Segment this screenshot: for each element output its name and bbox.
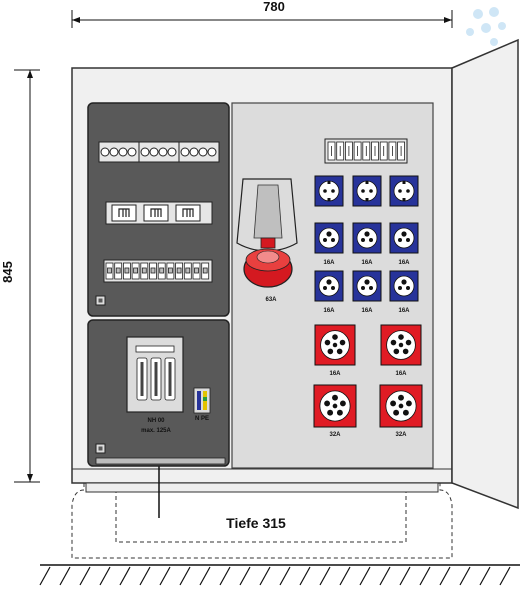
cabinet-base xyxy=(71,482,453,559)
logo-watermark xyxy=(466,7,506,46)
depth-label: Tiefe 315 xyxy=(226,515,286,531)
row3-label-2: 16A xyxy=(361,308,373,314)
blue-socket-row-3 xyxy=(314,270,419,302)
blue-socket-r2-3 xyxy=(389,222,419,254)
breaker-label-type: NH 00 xyxy=(147,418,165,424)
rcd-row xyxy=(98,141,220,163)
cee-socket-63a-label: 63A xyxy=(265,297,277,303)
blue-socket-r2-1 xyxy=(314,222,344,254)
red2-label-1: 32A xyxy=(329,432,341,438)
blue-socket-r1-1 xyxy=(314,175,344,207)
cee-socket-63a: 63A xyxy=(236,178,298,303)
terminal-strip xyxy=(324,138,408,164)
red-socket-r2-2 xyxy=(379,384,423,428)
mcb-row xyxy=(103,259,213,283)
row2-label-3: 16A xyxy=(398,260,410,266)
row3-label-1: 16A xyxy=(323,308,335,314)
ground-line xyxy=(39,564,520,586)
blue-socket-r3-2 xyxy=(352,270,382,302)
red-socket-r2-1 xyxy=(313,384,357,428)
blue-socket-r1-2 xyxy=(352,175,382,207)
width-dimension: 780 xyxy=(71,0,453,28)
n-pe-terminals: N PE xyxy=(193,387,211,422)
fuse-row xyxy=(105,201,213,225)
socket-labels: 16A 16A 16A 16A 16A 16A 16A 16A 32A 32A xyxy=(323,260,410,438)
height-label: 845 xyxy=(0,261,15,283)
red1-label-1: 16A xyxy=(329,371,341,377)
height-dimension: 845 xyxy=(0,69,40,483)
blue-socket-r1-3 xyxy=(389,175,419,207)
red-socket-r1-2 xyxy=(380,324,422,366)
blue-socket-row-1 xyxy=(314,175,419,207)
breaker-label-max: max. 125A xyxy=(141,428,171,434)
red-socket-r1-1 xyxy=(314,324,356,366)
row3-label-3: 16A xyxy=(398,308,410,314)
row2-label-2: 16A xyxy=(361,260,373,266)
blue-socket-r2-2 xyxy=(352,222,382,254)
blue-socket-row-2 xyxy=(314,222,419,254)
red-socket-row-1 xyxy=(314,324,422,366)
blue-socket-r3-1 xyxy=(314,270,344,302)
blue-socket-r3-3 xyxy=(389,270,419,302)
main-breaker: NH 00 max. 125A xyxy=(126,336,184,434)
red-socket-row-2 xyxy=(313,384,423,428)
red1-label-2: 16A xyxy=(395,371,407,377)
row2-label-1: 16A xyxy=(323,260,335,266)
red2-label-2: 32A xyxy=(395,432,407,438)
cabinet-door xyxy=(451,38,519,510)
width-label: 780 xyxy=(263,0,285,14)
terminal-label: N PE xyxy=(195,416,209,422)
